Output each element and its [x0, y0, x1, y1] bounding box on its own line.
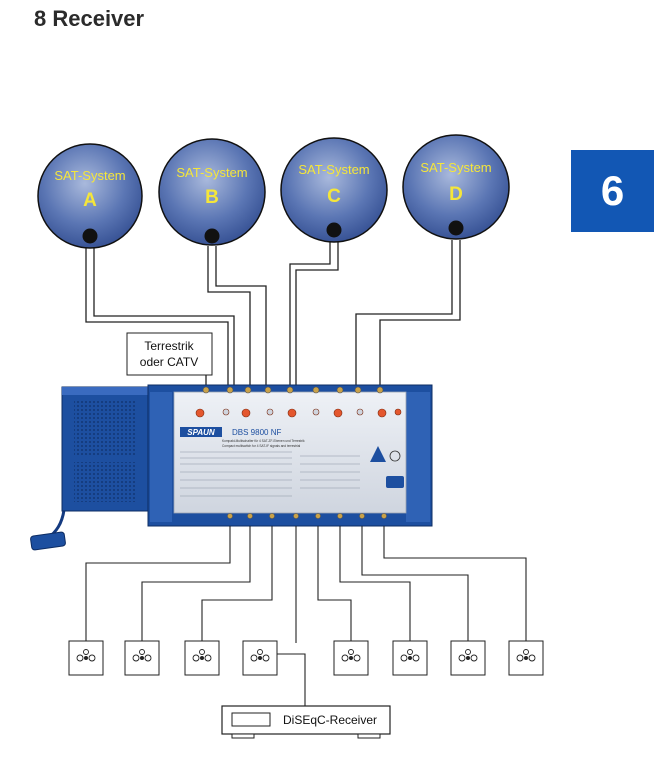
wall-outlet	[508, 640, 544, 676]
receiver-display	[231, 712, 271, 727]
dish-system-label: SAT-System	[420, 160, 491, 175]
wall-outlet	[392, 640, 428, 676]
brand-badge	[180, 427, 222, 437]
output-connectors	[227, 513, 387, 519]
certification-logo-icon	[386, 476, 404, 488]
dish-system-label: SAT-System	[298, 162, 369, 177]
terrestrial-label-line2: oder CATV	[140, 355, 198, 369]
multiswitch: SPAUN DBS 9800 NF Kompakt-Multischalter …	[30, 384, 433, 551]
sat-dish-d: SAT-System D	[402, 134, 510, 240]
sat-dish-a: SAT-System A	[37, 143, 143, 249]
ce-mark-icon	[389, 450, 401, 462]
description-line1: Kompakt-Multischalter für 4 SAT-ZF-Ebene…	[222, 439, 305, 443]
lnb-icon	[82, 228, 98, 244]
page-title: 8 Receiver	[34, 6, 145, 31]
dish-system-label: SAT-System	[176, 165, 247, 180]
brand-logo-icon	[370, 446, 386, 462]
output-cables	[85, 526, 527, 706]
description-line2: Compact multiswitch for 4 SAT-IF signals…	[222, 444, 301, 448]
sat-dish-b: SAT-System B	[158, 138, 266, 246]
wall-outlet	[184, 640, 220, 676]
wall-outlet-diseqc	[242, 640, 278, 676]
dish-letter: D	[449, 184, 463, 205]
receiver-foot	[231, 733, 255, 739]
wall-outlet	[333, 640, 369, 676]
dish-system-label: SAT-System	[54, 168, 125, 183]
spec-table	[180, 451, 360, 497]
lnb-cables	[85, 240, 461, 388]
model-name: DBS 9800 NF	[232, 428, 281, 437]
brand-name: SPAUN	[187, 428, 215, 437]
wall-outlet	[450, 640, 486, 676]
vent-grille	[74, 462, 136, 502]
gain-knobs	[195, 408, 402, 418]
dish-letter: B	[205, 187, 219, 208]
receiver-label: DiSEqC-Receiver	[283, 713, 377, 727]
dish-letter: C	[327, 186, 341, 207]
sat-dish-c: SAT-System C	[280, 137, 388, 243]
lnb-icon	[204, 228, 220, 244]
lnb-icon	[326, 222, 342, 238]
wall-outlet	[68, 640, 104, 676]
receiver-foot	[357, 733, 381, 739]
terrestrial-input-box: Terrestrik oder CATV	[126, 332, 213, 376]
terrestrial-label-line1: Terrestrik	[144, 339, 194, 353]
lnb-icon	[448, 220, 464, 236]
dish-letter: A	[83, 190, 97, 211]
power-plug-icon	[30, 531, 66, 551]
chapter-tab: 6	[571, 150, 654, 232]
vent-grille	[74, 400, 136, 456]
diseqc-receiver: DiSEqC-Receiver	[221, 705, 391, 739]
wall-outlet	[124, 640, 160, 676]
input-connectors	[202, 386, 384, 394]
